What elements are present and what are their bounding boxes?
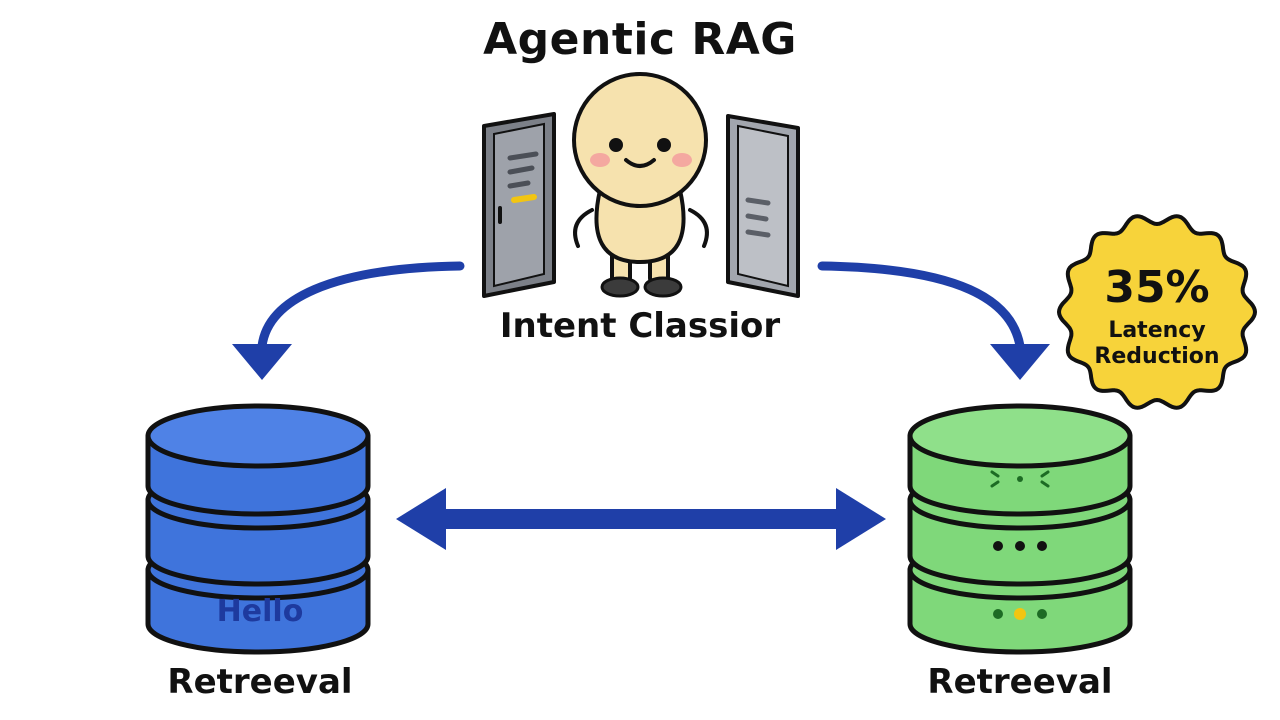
- badge-label-line2: Reduction: [1094, 344, 1220, 369]
- smiling-character-icon: [572, 72, 709, 298]
- left-door-icon: [482, 112, 556, 298]
- right-door-icon: [726, 114, 800, 298]
- badge-value: 35%: [1104, 262, 1210, 313]
- intent-classifier-label: Intent Classior: [499, 306, 781, 346]
- arrow-to-right-db: [817, 261, 1050, 380]
- diagram-title: Agentic RAG: [483, 14, 797, 65]
- left-database-inner-text: Hello: [216, 594, 304, 629]
- badge-label-line1: Latency: [1108, 318, 1206, 343]
- left-database-icon: [145, 403, 371, 655]
- status-indicator-marks: [990, 470, 1050, 488]
- right-database-label: Retreeval: [927, 662, 1113, 702]
- right-database-icon: [907, 403, 1133, 655]
- latency-badge-seal: [1057, 214, 1257, 410]
- status-dots-bottom: [993, 608, 1047, 620]
- left-database-label: Retreeval: [167, 662, 353, 702]
- arrow-to-left-db: [232, 261, 465, 380]
- bidirectional-arrow: [396, 488, 886, 550]
- status-dots-middle: [993, 541, 1047, 551]
